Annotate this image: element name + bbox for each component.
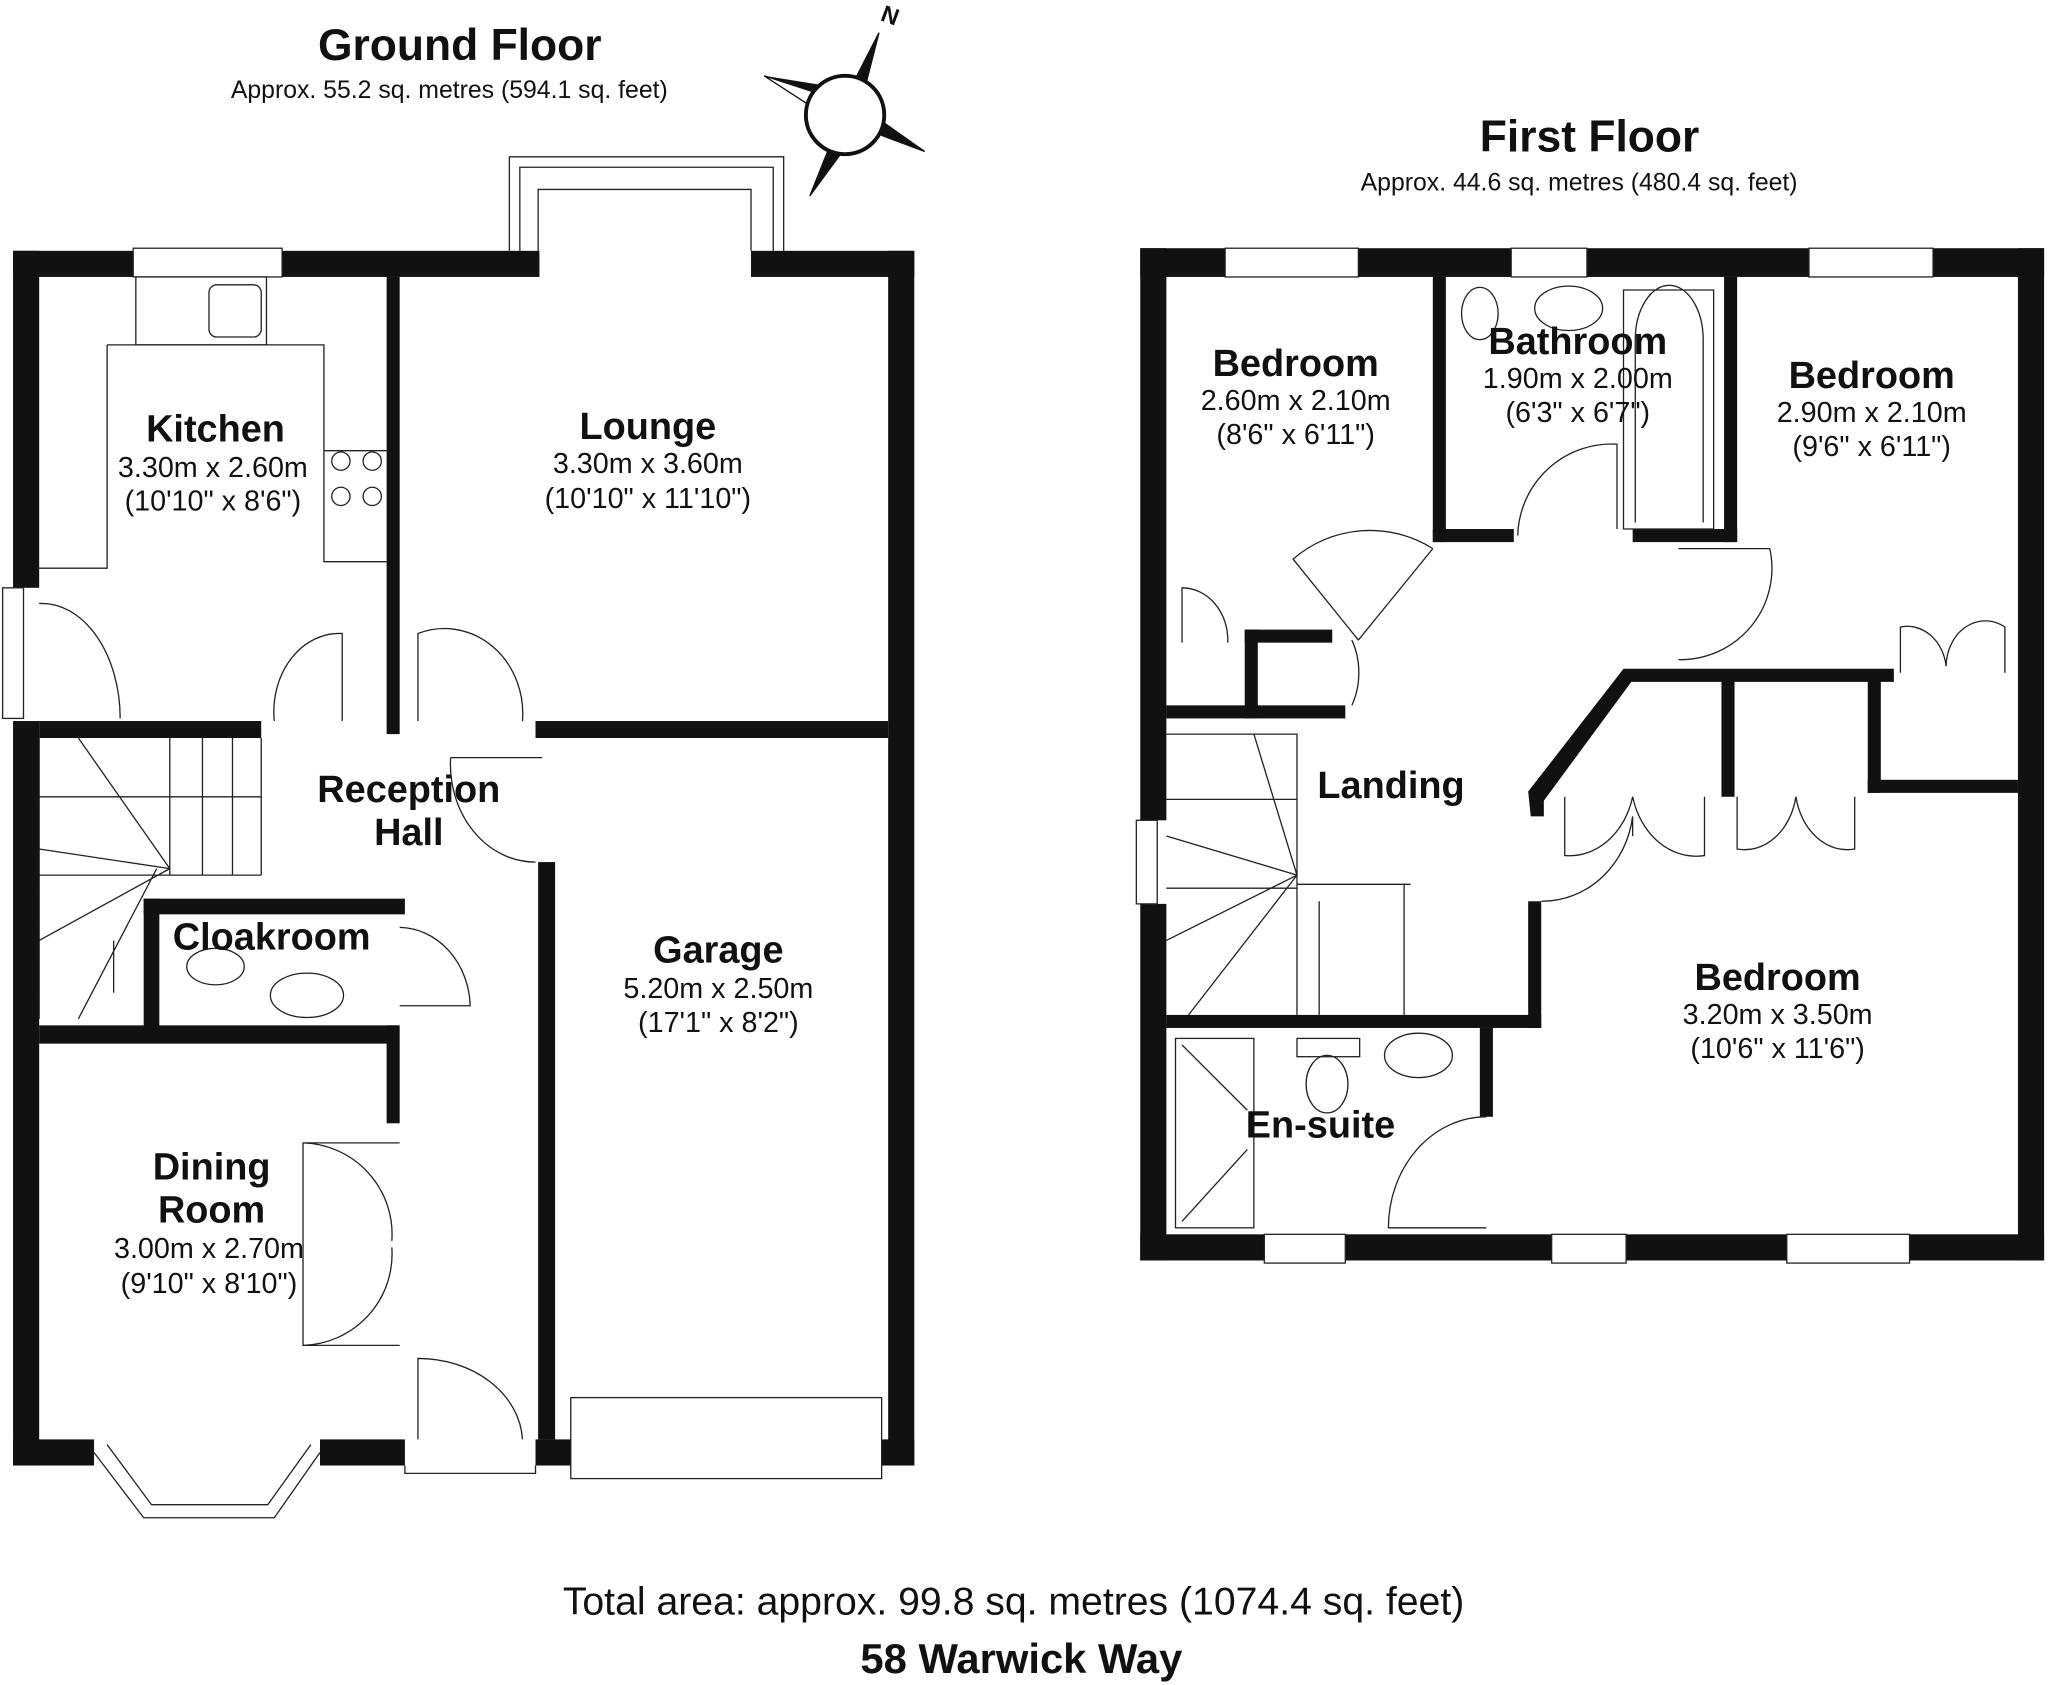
svg-text:2.90m x 2.10m: 2.90m x 2.10m [1777,397,1967,429]
first-floor-walls [1140,248,2045,1261]
svg-text:Hall: Hall [374,812,443,854]
svg-text:Bathroom: Bathroom [1488,321,1667,363]
room-bedroom-3: Bedroom 3.20m x 3.50m (10'6" x 11'6") [1683,957,1873,1065]
room-cloakroom: Cloakroom [173,917,371,959]
room-bedroom-2: Bedroom 2.90m x 2.10m (9'6" x 6'11") [1777,355,1967,463]
svg-text:(6'3" x 6'7"): (6'3" x 6'7") [1505,397,1650,429]
room-reception-hall: Reception Hall [317,769,500,854]
svg-text:(10'6" x 11'6"): (10'6" x 11'6") [1690,1033,1865,1065]
room-garage: Garage 5.20m x 2.50m (17'1" x 8'2") [623,930,813,1039]
room-lounge: Lounge 3.30m x 3.60m (10'10" x 11'10") [545,406,751,515]
address: 58 Warwick Way [860,1635,1183,1682]
svg-text:1.90m x 2.00m: 1.90m x 2.00m [1483,363,1673,395]
room-bathroom: Bathroom 1.90m x 2.00m (6'3" x 6'7") [1483,321,1673,429]
svg-text:Dining: Dining [153,1146,271,1188]
svg-text:Bedroom: Bedroom [1695,957,1861,999]
svg-text:3.30m x 2.60m: 3.30m x 2.60m [118,452,308,484]
svg-text:Landing: Landing [1317,765,1464,807]
svg-text:(10'10" x 8'6"): (10'10" x 8'6") [125,486,302,518]
svg-text:(9'6" x 6'11"): (9'6" x 6'11") [1792,431,1951,463]
svg-text:(10'10" x 11'10"): (10'10" x 11'10") [545,483,751,515]
room-landing: Landing [1317,765,1464,807]
first-floor-area: Approx. 44.6 sq. metres (480.4 sq. feet) [1361,170,1798,197]
svg-text:Garage: Garage [653,930,783,972]
ground-floor-fixtures [1,156,883,1519]
ground-floor-area: Approx. 55.2 sq. metres (594.1 sq. feet) [231,77,668,104]
first-floor-fixtures [1135,247,2006,1264]
ground-floor-title: Ground Floor [318,21,602,70]
north-label: N [878,0,903,30]
ground-floor-walls [13,250,915,1466]
svg-text:Kitchen: Kitchen [146,409,285,451]
svg-text:(17'1" x 8'2"): (17'1" x 8'2") [638,1007,799,1039]
svg-text:Lounge: Lounge [579,406,716,448]
svg-text:Reception: Reception [317,769,500,811]
svg-text:3.20m x 3.50m: 3.20m x 3.50m [1683,999,1873,1031]
svg-text:5.20m x 2.50m: 5.20m x 2.50m [623,973,813,1005]
svg-text:Bedroom: Bedroom [1789,355,1955,397]
svg-text:3.00m x 2.70m: 3.00m x 2.70m [114,1233,304,1265]
svg-text:3.30m x 3.60m: 3.30m x 3.60m [553,448,743,480]
room-dining-room: Dining Room 3.00m x 2.70m (9'10" x 8'10"… [114,1146,304,1300]
compass-icon: N [763,0,926,197]
svg-text:Room: Room [158,1190,265,1232]
svg-text:(8'6" x 6'11"): (8'6" x 6'11") [1216,419,1375,451]
svg-text:En-suite: En-suite [1246,1105,1395,1147]
room-en-suite: En-suite [1246,1105,1395,1147]
svg-text:(9'10" x 8'10"): (9'10" x 8'10") [121,1268,298,1300]
total-area: Total area: approx. 99.8 sq. metres (107… [563,1580,1464,1623]
room-bedroom-1: Bedroom 2.60m x 2.10m (8'6" x 6'11") [1201,343,1391,451]
svg-text:Bedroom: Bedroom [1213,343,1379,385]
first-floor-title: First Floor [1480,113,1699,162]
room-kitchen: Kitchen 3.30m x 2.60m (10'10" x 8'6") [118,409,308,518]
svg-text:2.60m x 2.10m: 2.60m x 2.10m [1201,385,1391,417]
svg-text:Cloakroom: Cloakroom [173,917,371,959]
